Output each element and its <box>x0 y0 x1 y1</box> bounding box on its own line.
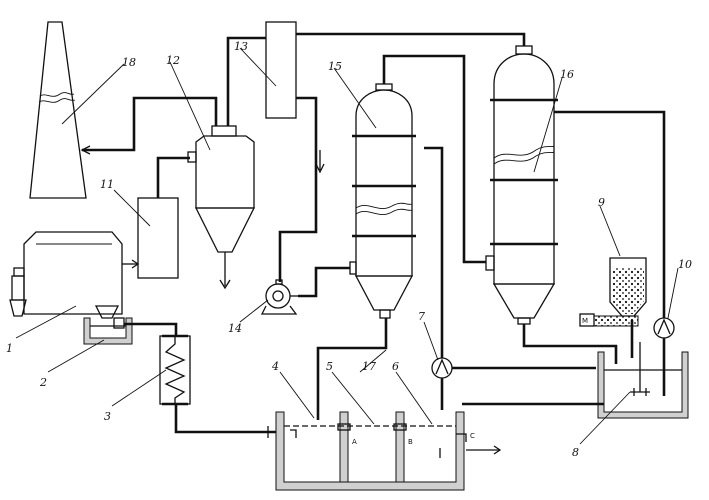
label-6: 6 <box>392 360 399 373</box>
label-2: 2 <box>39 376 47 389</box>
reactor-15 <box>349 83 416 319</box>
label-12: 12 <box>166 54 180 67</box>
tower-16 <box>485 45 558 325</box>
cyclone-12 <box>187 125 256 290</box>
dosing-hopper-9: M <box>579 257 647 327</box>
label-7: 7 <box>418 310 425 323</box>
label-14: 14 <box>228 322 242 335</box>
boiler-1 <box>9 231 123 317</box>
leader-lines <box>15 47 679 445</box>
pump-7 <box>431 357 453 379</box>
chimney-18 <box>29 21 87 199</box>
label-11: 11 <box>100 178 114 191</box>
component-labels: 1 2 3 4 5 6 7 8 9 10 11 12 13 14 15 16 1… <box>6 40 692 459</box>
label-15: 15 <box>328 60 342 73</box>
tank-8 <box>597 320 689 419</box>
label-1: 1 <box>6 342 13 355</box>
motor-label: M <box>582 317 588 325</box>
label-3: 3 <box>104 410 111 423</box>
label-18: 18 <box>122 56 136 69</box>
point-labels: A B C <box>352 432 475 446</box>
slag-hopper-2 <box>83 305 133 345</box>
label-9: 9 <box>598 196 605 209</box>
label-13: 13 <box>234 40 248 53</box>
pump-10 <box>653 317 675 339</box>
piping <box>80 32 666 458</box>
label-10: 10 <box>678 258 692 271</box>
label-17: 17 <box>362 360 376 373</box>
column-13 <box>265 21 297 119</box>
label-16: 16 <box>560 68 574 81</box>
label-8: 8 <box>572 446 579 459</box>
unit-11 <box>137 197 179 279</box>
label-4: 4 <box>271 360 279 373</box>
heat-exchanger-3 <box>159 334 191 406</box>
settling-tank-4-5-6 <box>275 411 467 491</box>
point-a: A <box>352 438 357 446</box>
point-c: C <box>470 432 475 440</box>
label-5: 5 <box>326 360 333 373</box>
pump-14 <box>260 279 298 315</box>
point-b: B <box>408 438 413 446</box>
